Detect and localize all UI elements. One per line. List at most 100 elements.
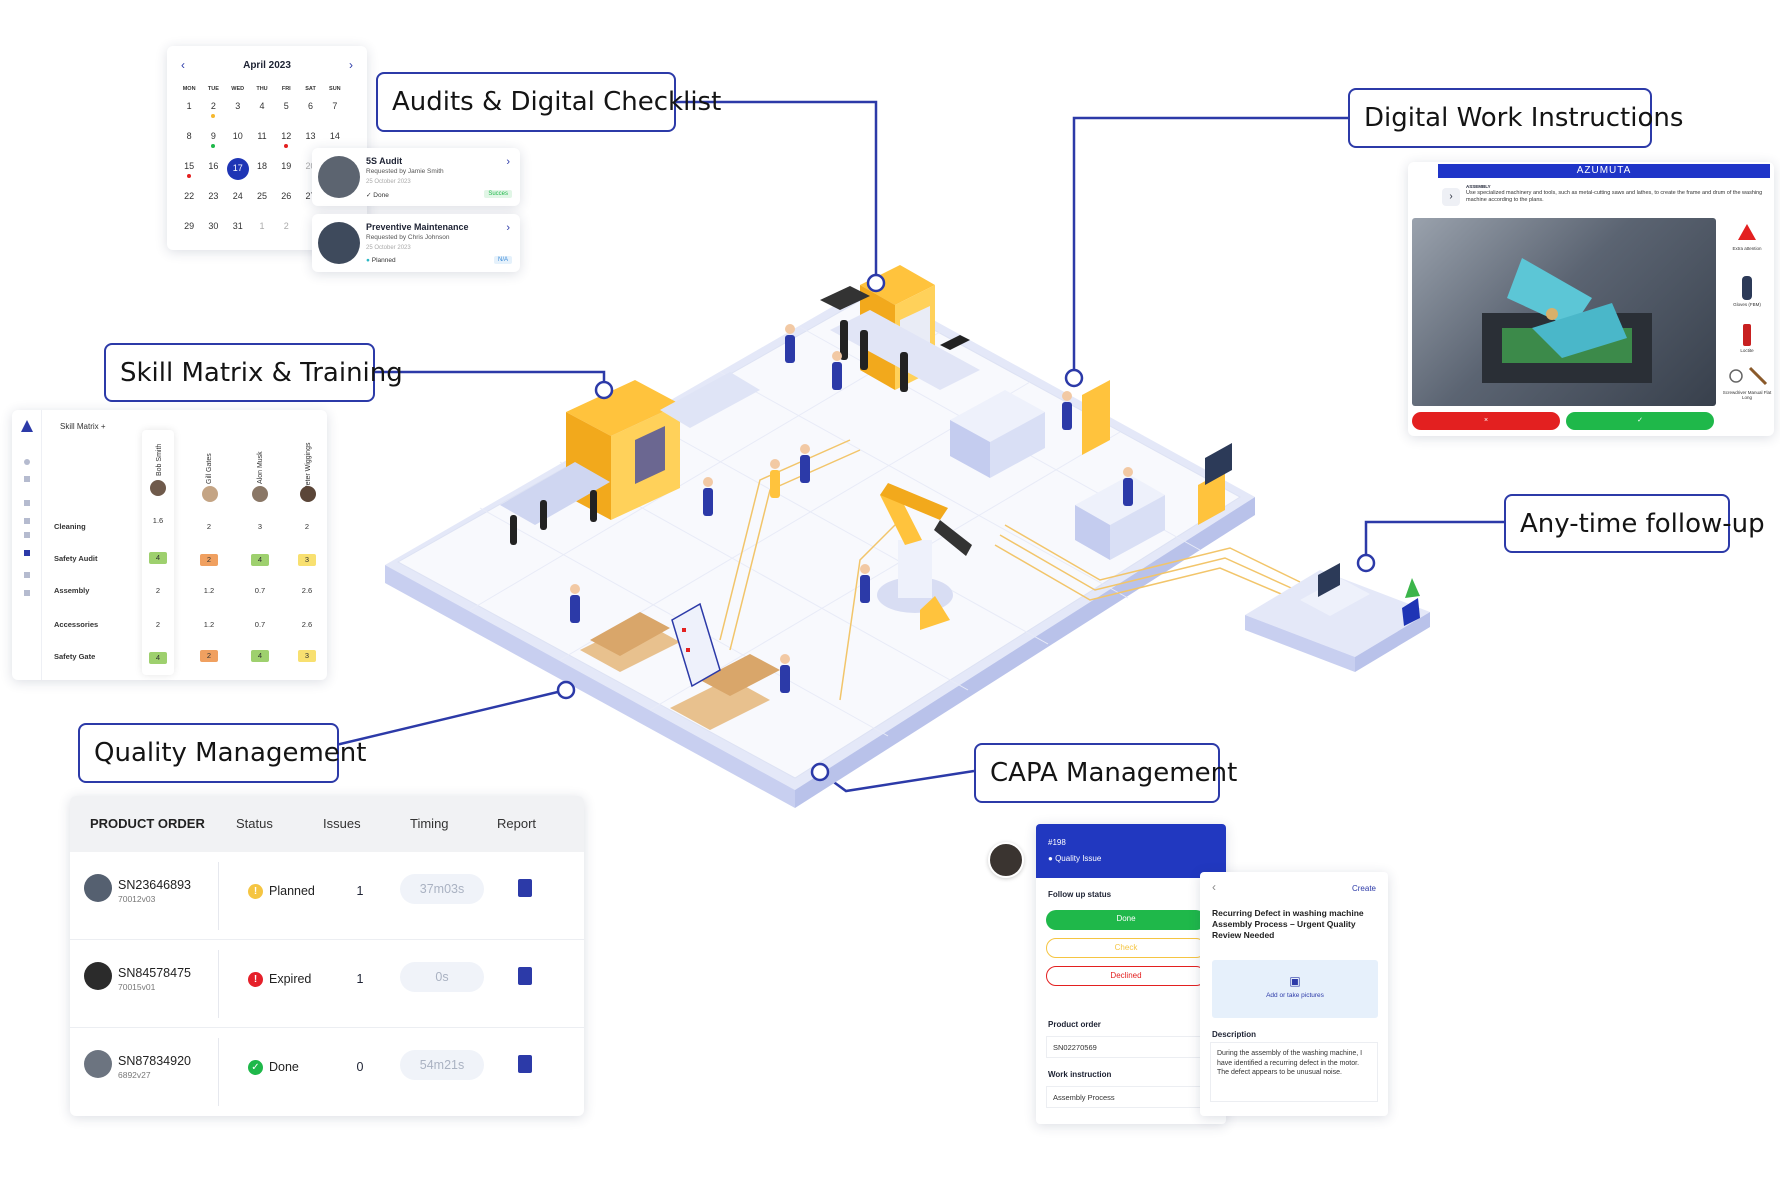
- audit-requested: Requested by Chris Johnson: [366, 234, 450, 241]
- report-icon[interactable]: [518, 1055, 532, 1073]
- calendar-day[interactable]: 11: [257, 131, 267, 141]
- skill-cell[interactable]: 1.6: [152, 516, 164, 525]
- calendar-day[interactable]: 12: [274, 128, 298, 158]
- work-instruction-field[interactable]: Assembly Process: [1046, 1086, 1210, 1108]
- capa-create-card: ‹ Create Recurring Defect in washing mac…: [1200, 872, 1388, 1116]
- add-pictures-button[interactable]: ▣ Add or take pictures: [1212, 960, 1378, 1018]
- calendar-day[interactable]: 10: [232, 131, 243, 141]
- calendar-day[interactable]: 27: [305, 191, 316, 201]
- calendar-day[interactable]: 1: [259, 221, 265, 231]
- table-row[interactable]: SN87834920 6892v27 ✓Done 0 54m21s: [70, 1028, 584, 1116]
- skill-cell[interactable]: 3: [298, 554, 316, 566]
- follow-up-label: Follow up status: [1048, 890, 1112, 899]
- skill-cell[interactable]: 3: [257, 522, 263, 531]
- capa-type: ● Quality Issue: [1048, 854, 1102, 863]
- person-name: Alon Musk: [257, 451, 264, 484]
- accept-button[interactable]: ✓: [1566, 412, 1714, 430]
- calendar-day[interactable]: 13: [305, 131, 316, 141]
- work-instruction-card: AZUMUTA › ASSEMBLY Use specialized machi…: [1408, 162, 1774, 436]
- chevron-right-icon[interactable]: ›: [506, 156, 510, 168]
- calendar-day[interactable]: 8: [186, 131, 192, 141]
- serial-version: 70012v03: [118, 894, 156, 904]
- skill-cell[interactable]: 4: [251, 554, 269, 566]
- skill-cell[interactable]: 4: [149, 552, 167, 564]
- add-icon[interactable]: +: [100, 422, 106, 431]
- calendar-day[interactable]: 7: [332, 101, 338, 111]
- calendar-day[interactable]: 25: [256, 191, 267, 201]
- calendar-day[interactable]: 9: [201, 128, 225, 158]
- callout-follow-up: Any-time follow-up: [1504, 494, 1765, 553]
- calendar-next-button[interactable]: ›: [349, 58, 353, 72]
- calendar-day-selected[interactable]: 17: [226, 158, 250, 188]
- calendar-day[interactable]: 30: [208, 221, 219, 231]
- calendar-day[interactable]: 15: [177, 158, 201, 188]
- table-row[interactable]: SN84578475 70015v01 !Expired 1 0s: [70, 940, 584, 1028]
- done-button[interactable]: Done: [1046, 910, 1206, 930]
- skill-cell[interactable]: 1.2: [203, 586, 215, 595]
- column-header: Timing: [410, 816, 449, 831]
- skill-cell[interactable]: 2: [155, 586, 161, 595]
- table-row[interactable]: SN23646893 70012v03 !Planned 1 37m03s: [70, 852, 584, 940]
- description-field[interactable]: During the assembly of the washing machi…: [1210, 1042, 1378, 1102]
- column-header: PRODUCT ORDER: [90, 816, 205, 831]
- serial-version: 70015v01: [118, 982, 156, 992]
- calendar-day[interactable]: 16: [208, 161, 219, 171]
- calendar-day[interactable]: 29: [184, 221, 195, 231]
- chevron-right-icon[interactable]: ›: [506, 222, 510, 234]
- skill-cell[interactable]: 2: [200, 650, 218, 662]
- audit-card[interactable]: Preventive Maintenance Requested by Chri…: [312, 214, 520, 272]
- skill-cell[interactable]: 2: [206, 522, 212, 531]
- calendar-day[interactable]: 23: [208, 191, 219, 201]
- calendar-day[interactable]: 20: [305, 161, 316, 171]
- back-icon[interactable]: ‹: [1212, 880, 1216, 894]
- calendar-day[interactable]: 22: [184, 191, 195, 201]
- calendar-day[interactable]: 1: [186, 101, 192, 111]
- audit-title: 5S Audit: [366, 156, 403, 166]
- calendar-day[interactable]: 19: [281, 161, 292, 171]
- calendar-day[interactable]: 2: [283, 221, 289, 231]
- skill-cell[interactable]: 4: [149, 652, 167, 664]
- calendar-day[interactable]: 2: [201, 98, 225, 128]
- skill-cell[interactable]: 0.7: [254, 586, 266, 595]
- calendar-day[interactable]: 6: [308, 101, 314, 111]
- avatar: [300, 486, 316, 502]
- skill-cell[interactable]: 2: [304, 522, 310, 531]
- calendar-day[interactable]: 24: [232, 191, 243, 201]
- calendar-day[interactable]: 14: [329, 131, 340, 141]
- skill-matrix-title: Skill Matrix +: [60, 422, 106, 431]
- capa-header: #198 ● Quality Issue: [1036, 824, 1226, 878]
- skill-cell[interactable]: 2: [200, 554, 218, 566]
- calendar-day[interactable]: 3: [235, 101, 241, 111]
- serial-number: SN87834920: [118, 1054, 191, 1068]
- report-icon[interactable]: [518, 879, 532, 897]
- skill-cell[interactable]: 1.2: [203, 620, 215, 629]
- check-button[interactable]: Check: [1046, 938, 1206, 958]
- calendar-day[interactable]: 26: [281, 191, 292, 201]
- skill-cell[interactable]: 2.6: [301, 620, 313, 629]
- skill-cell[interactable]: 4: [251, 650, 269, 662]
- calendar-day[interactable]: 4: [259, 101, 265, 111]
- create-button[interactable]: Create: [1351, 884, 1376, 893]
- work-instruction-label: Work instruction: [1048, 1070, 1112, 1079]
- step-text: Use specialized machinery and tools, suc…: [1466, 190, 1763, 203]
- step-chevron-icon[interactable]: ›: [1442, 188, 1460, 206]
- calendar-day[interactable]: 5: [283, 101, 289, 111]
- skill-cell[interactable]: 0.7: [254, 620, 266, 629]
- status-badge: Succes: [484, 190, 512, 198]
- calendar-day[interactable]: 18: [256, 161, 267, 171]
- calendar-prev-button[interactable]: ‹: [181, 58, 185, 72]
- avatar: [252, 486, 268, 502]
- product-order-field[interactable]: SN02270569: [1046, 1036, 1210, 1058]
- skill-cell[interactable]: 2.6: [301, 586, 313, 595]
- skill-cell[interactable]: 2: [155, 620, 161, 629]
- report-icon[interactable]: [518, 967, 532, 985]
- table-header: PRODUCT ORDER Status Issues Timing Repor…: [70, 796, 584, 852]
- person-name: Gill Gates: [206, 453, 213, 484]
- calendar-day[interactable]: 31: [232, 221, 243, 231]
- declined-button[interactable]: Declined: [1046, 966, 1206, 986]
- weekday-label: SAT: [305, 86, 316, 92]
- reject-button[interactable]: ×: [1412, 412, 1560, 430]
- skill-cell[interactable]: 3: [298, 650, 316, 662]
- audit-card[interactable]: 5S Audit Requested by Jamie Smith 25 Oct…: [312, 148, 520, 206]
